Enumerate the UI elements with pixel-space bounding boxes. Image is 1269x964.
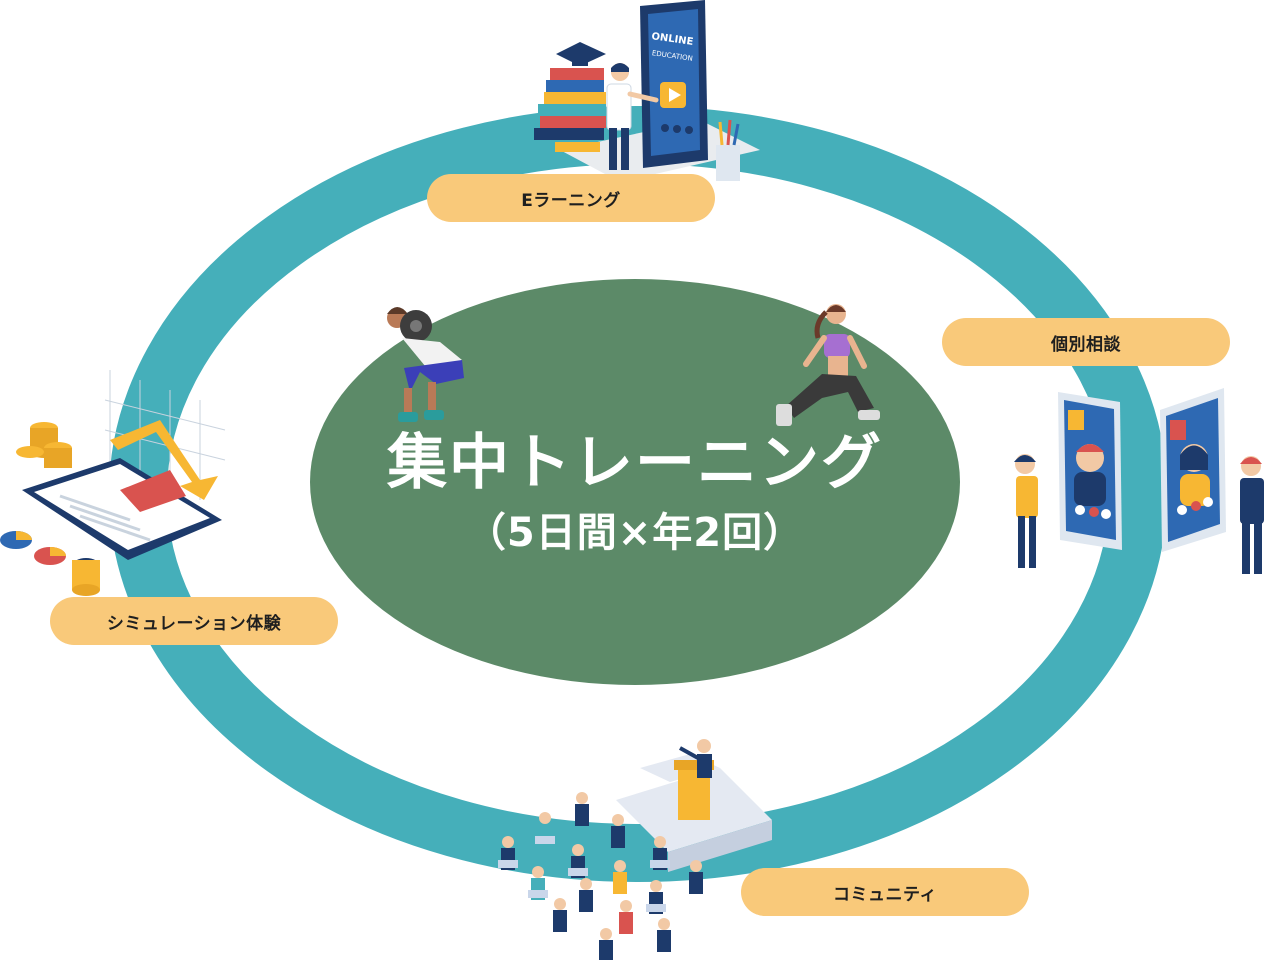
label-simulation: シミュレーション体験: [50, 597, 338, 645]
business-chart-icon: [0, 370, 225, 596]
label-elearning: Eラーニング: [427, 174, 715, 222]
label-community: コミュニティ: [741, 868, 1029, 916]
center-subtitle: （5日間×年2回）: [310, 500, 960, 558]
center-title: 集中トレーニング: [310, 414, 960, 501]
label-consultation: 個別相談: [942, 318, 1230, 366]
